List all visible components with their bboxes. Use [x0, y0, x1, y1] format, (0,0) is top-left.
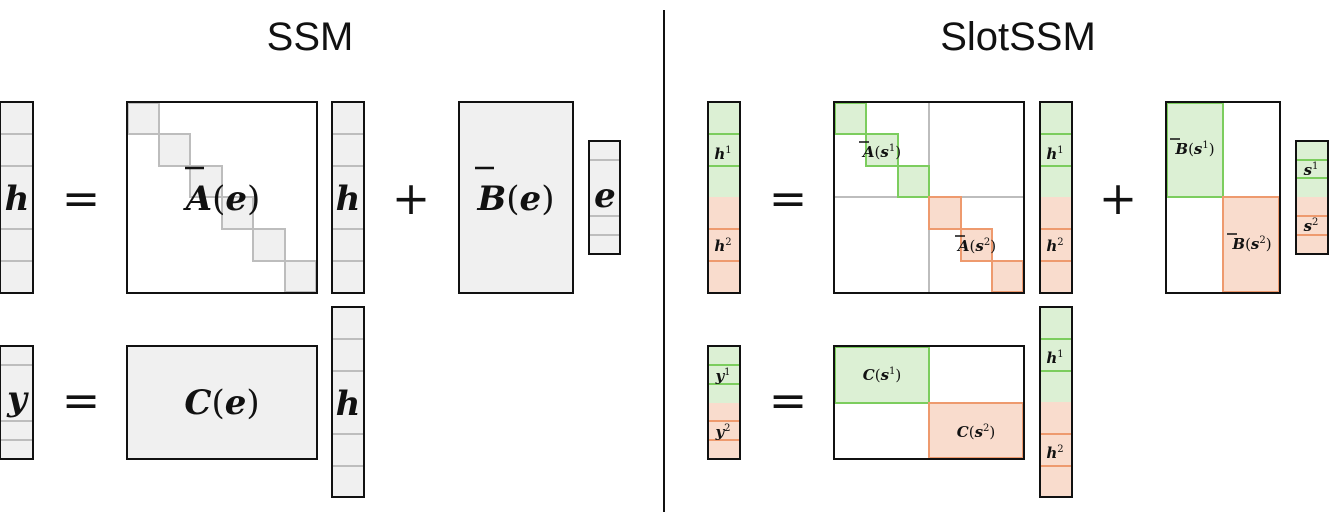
plus-sign-slotssm: + — [1099, 171, 1138, 225]
equals-sign-ssm-bottom: = — [62, 373, 101, 427]
ssm-input-vector: e — [588, 140, 621, 255]
equals-sign-ssm-top: = — [62, 171, 101, 225]
slot-s2-label: s2 — [1304, 217, 1319, 235]
ssm-state-vector-bottom: h — [331, 306, 365, 498]
slot-h2-label-mid: h2 — [1046, 237, 1063, 255]
slotssm-state-vector-left: h1 h2 — [707, 101, 741, 294]
slot-h1-label-left: h1 — [714, 145, 731, 163]
ssm-h-label-left: h — [5, 179, 30, 219]
slot-C2-label: C(s2) — [957, 423, 996, 441]
slot-h1-label-mid: h1 — [1046, 145, 1063, 163]
ssm-B-label: B(e) — [477, 179, 555, 219]
ssm-A-label: A(e) — [183, 179, 261, 219]
title-ssm: SSM — [267, 15, 354, 59]
slot-B2-label: B(s2) — [1231, 235, 1271, 253]
slotssm-output-matrix: C(s1) C(s2) — [833, 345, 1025, 460]
slot-h2-label-bottom: h2 — [1046, 444, 1063, 462]
ssm-state-vector-mid: h — [331, 101, 365, 294]
slotssm-state-vector-mid: h1 h2 — [1039, 101, 1073, 294]
slot-h1-label-bottom: h1 — [1046, 349, 1063, 367]
ssm-C-label: C(e) — [184, 383, 259, 423]
slotssm-state-vector-bottom: h1 h2 — [1039, 306, 1073, 498]
ssm-output-matrix: C(e) — [126, 345, 318, 460]
ssm-output-vector: y — [0, 345, 34, 460]
slot-s1-label: s1 — [1304, 161, 1319, 179]
title-slotssm: SlotSSM — [940, 15, 1096, 59]
slot-y1-label: y1 — [714, 367, 730, 385]
ssm-input-matrix: B(e) — [458, 101, 574, 294]
ssm-e-label: e — [594, 176, 616, 216]
slotssm-transition-matrix: A(s1) A(s2) — [833, 101, 1025, 294]
ssm-transition-matrix: A(e) — [126, 101, 318, 294]
slot-B1-label: B(s1) — [1174, 140, 1214, 158]
slot-C1-label: C(s1) — [863, 366, 902, 384]
ssm-state-vector-left: h — [0, 101, 34, 294]
ssm-y-label: y — [6, 379, 29, 419]
plus-sign-ssm: + — [392, 171, 431, 225]
ssm-h-label-bottom: h — [336, 384, 361, 424]
slot-A1-label: A(s1) — [861, 143, 901, 161]
slot-A2-label: A(s2) — [956, 237, 996, 255]
ssm-h-label-mid: h — [336, 179, 361, 219]
slot-h2-label-left: h2 — [714, 237, 731, 255]
slotssm-input-matrix: B(s1) B(s2) — [1165, 101, 1281, 294]
equals-sign-slotssm-top: = — [769, 171, 808, 225]
slotssm-input-vector: s1 s2 — [1295, 140, 1329, 255]
slotssm-output-vector: y1 y2 — [707, 345, 741, 460]
slot-y2-label: y2 — [714, 423, 730, 441]
equals-sign-slotssm-bottom: = — [769, 373, 808, 427]
